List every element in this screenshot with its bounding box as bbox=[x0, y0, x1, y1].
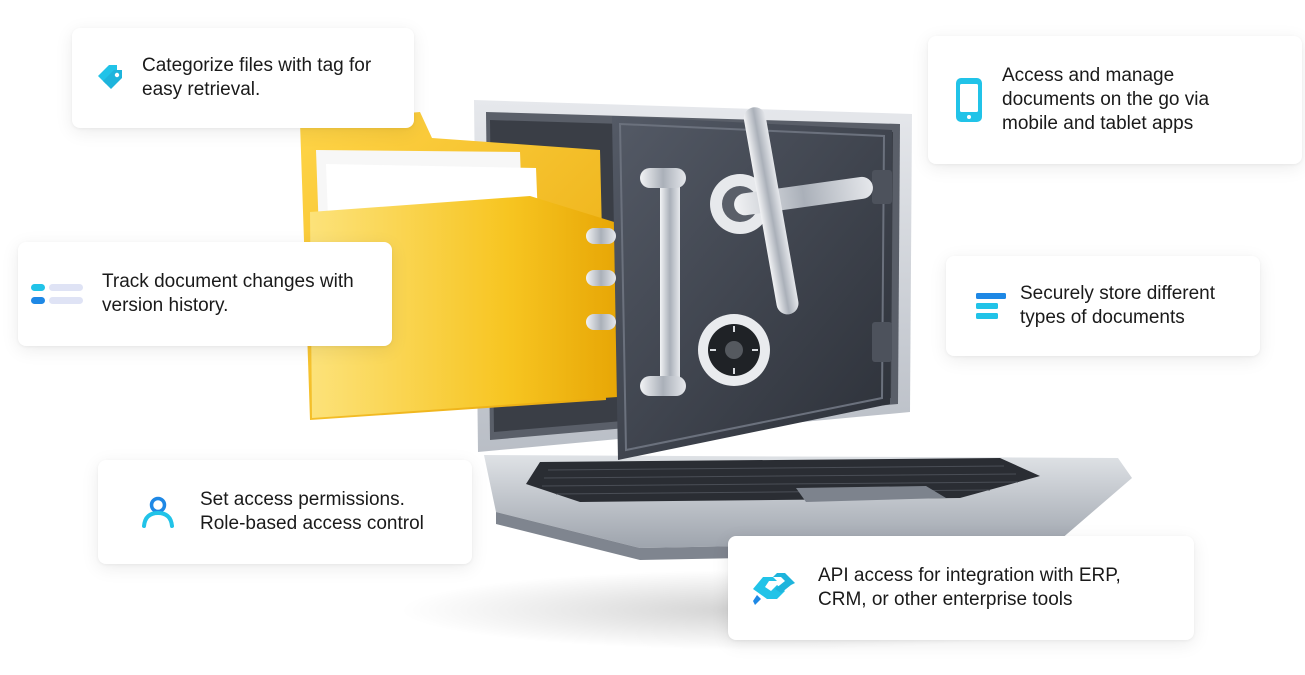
feature-card-store: Securely store different types of docume… bbox=[946, 256, 1260, 356]
stacked-documents-icon bbox=[974, 291, 1008, 321]
feature-card-api: API access for integration with ERP, CRM… bbox=[728, 536, 1194, 640]
feature-card-tags: Categorize files with tag for easy retri… bbox=[72, 28, 414, 128]
feature-card-access: Set access permissions. Role-based acces… bbox=[98, 460, 472, 564]
tag-icon bbox=[94, 62, 128, 94]
user-icon bbox=[136, 496, 180, 528]
handshake-icon bbox=[748, 569, 800, 607]
feature-text-version: Track document changes with version hist… bbox=[102, 271, 354, 316]
version-list-icon bbox=[30, 282, 86, 306]
feature-card-mobile: Access and manage documents on the go vi… bbox=[928, 36, 1302, 164]
mobile-phone-icon bbox=[952, 77, 986, 123]
feature-text-api: API access for integration with ERP, CRM… bbox=[818, 565, 1121, 610]
feature-card-version: Track document changes with version hist… bbox=[18, 242, 392, 346]
feature-text-tags: Categorize files with tag for easy retri… bbox=[142, 55, 372, 100]
feature-text-access: Set access permissions. Role-based acces… bbox=[200, 489, 424, 534]
feature-text-store: Securely store different types of docume… bbox=[1020, 283, 1216, 328]
feature-text-mobile: Access and manage documents on the go vi… bbox=[1002, 65, 1210, 134]
